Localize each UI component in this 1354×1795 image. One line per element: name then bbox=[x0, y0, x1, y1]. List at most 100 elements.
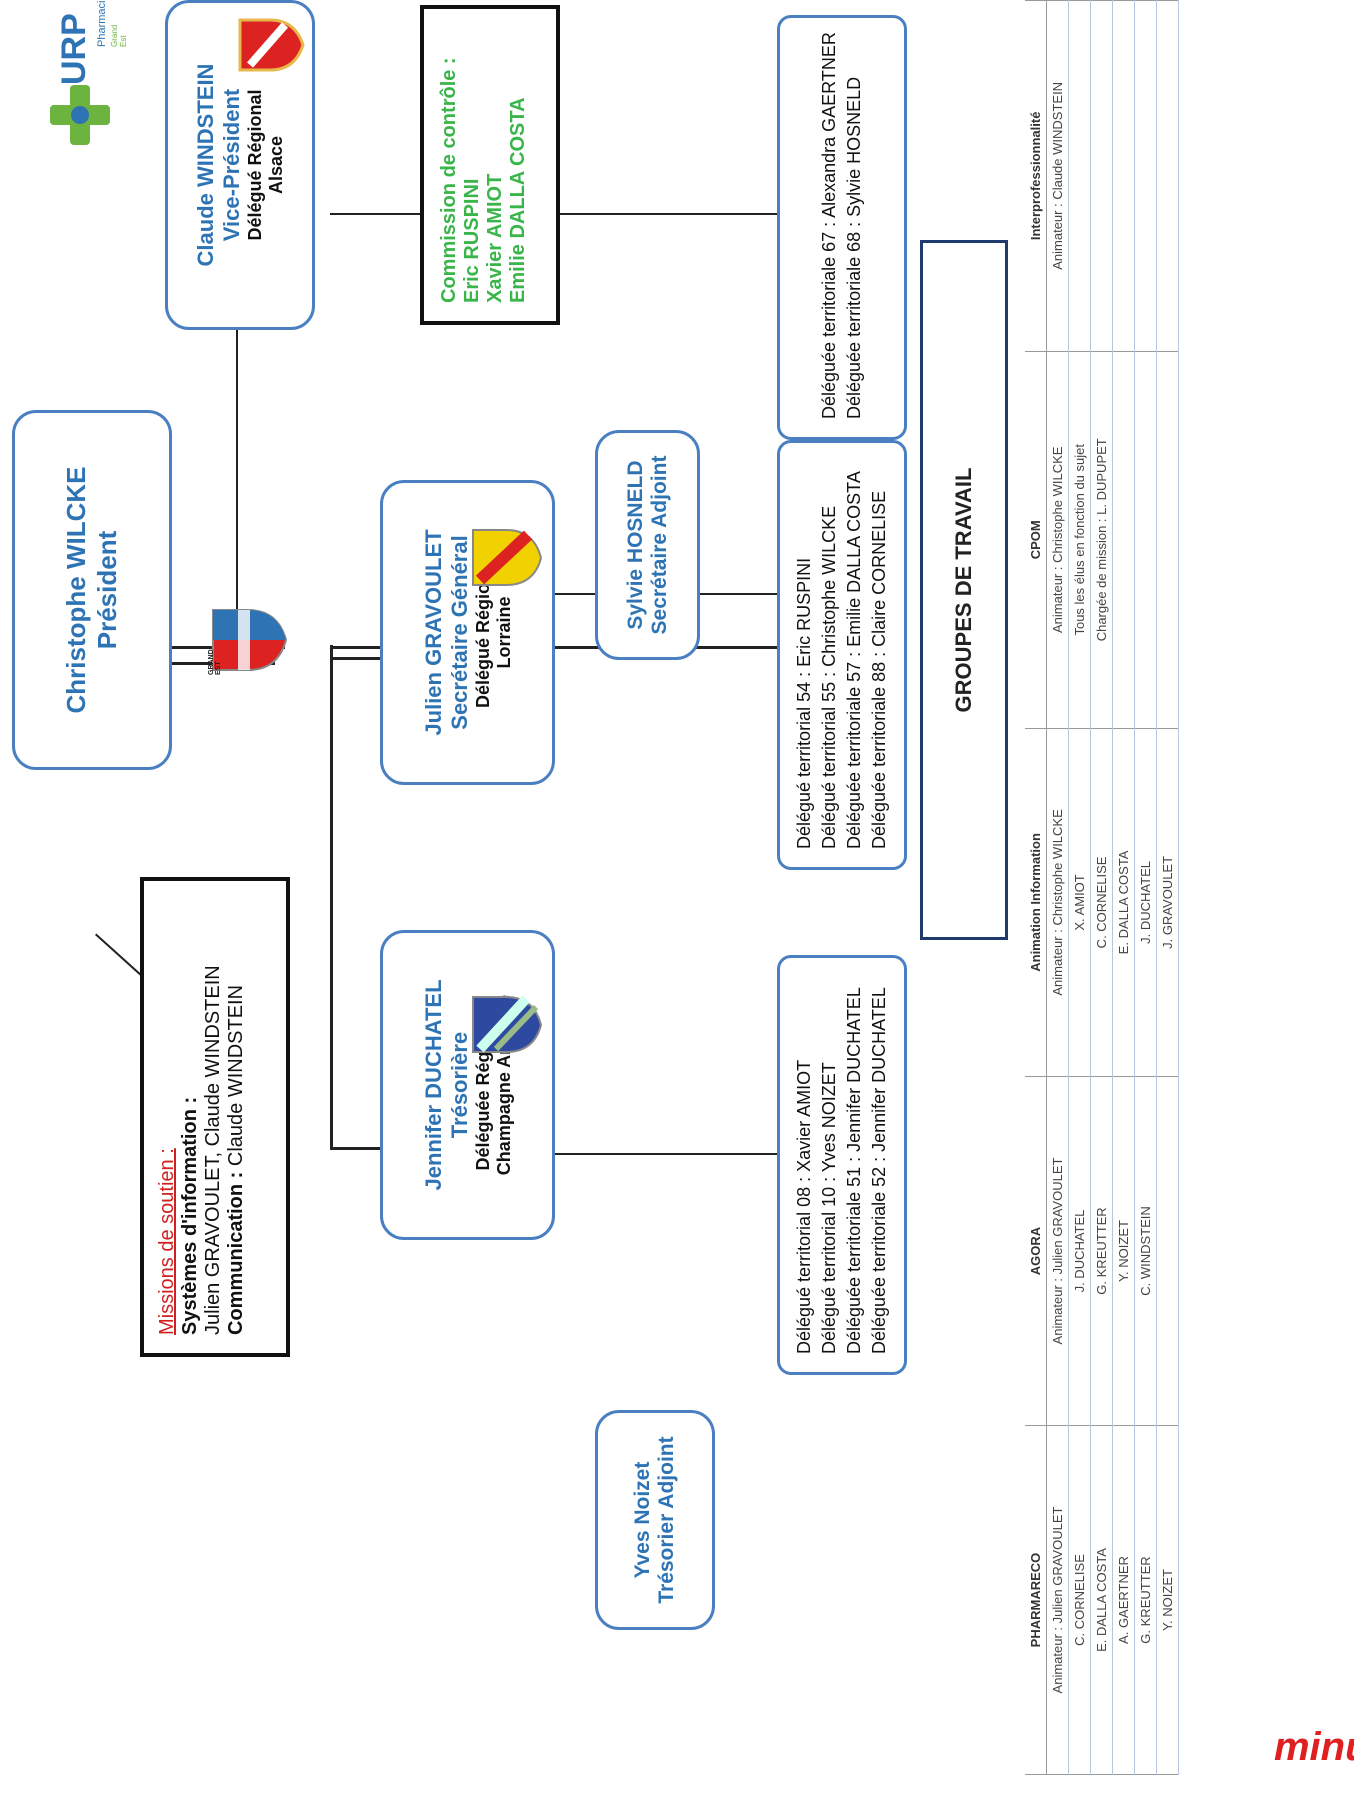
table-cell: Tous les élus en fonction du sujet bbox=[1068, 351, 1091, 729]
table-cell: Animateur : Christophe WILCKE bbox=[1046, 351, 1069, 729]
table-cell bbox=[1156, 1076, 1179, 1426]
table-cell: Y. NOIZET bbox=[1156, 1425, 1179, 1775]
territorial-line: Déléguée territoriale 88 : Claire CORNEL… bbox=[869, 490, 889, 849]
champagne-shield-icon bbox=[472, 995, 543, 1053]
support-missions-title: Missions de soutien : bbox=[156, 1148, 178, 1335]
table-cell: A. GAERTNER bbox=[1112, 1425, 1135, 1775]
info-systems-people: Julien GRAVOULET, Claude WINDSTEIN bbox=[202, 965, 224, 1335]
control-commission-box: Commission de contrôle : Eric RUSPINI Xa… bbox=[420, 5, 560, 325]
president-role: Président bbox=[92, 530, 122, 650]
table-cell: C. WINDSTEIN bbox=[1134, 1076, 1157, 1426]
connector-champagne-down bbox=[555, 1153, 780, 1155]
urp-logo-subtitle: Pharmaciens bbox=[96, 0, 108, 47]
communication-line: Communication : Claude WINDSTEIN bbox=[225, 899, 248, 1335]
table-cell: G. KREUTTER bbox=[1090, 1076, 1113, 1426]
last-minute-stamp: dernière minute bbox=[1265, 1725, 1354, 1769]
table-row: G. KREUTTER C. WINDSTEIN J. DUCHATEL bbox=[1134, 0, 1157, 1775]
champagne-territorial-box: Délégué territorial 08 : Xavier AMIOT Dé… bbox=[777, 955, 907, 1375]
table-cell: Animateur : Christophe WILCKE bbox=[1046, 728, 1069, 1077]
vp-delegation: Délégué Régional bbox=[245, 89, 265, 241]
table-cell: X. AMIOT bbox=[1068, 728, 1091, 1077]
grand-est-shield-icon bbox=[212, 609, 288, 671]
table-cell bbox=[1112, 351, 1135, 729]
lorraine-shield-icon bbox=[472, 529, 543, 586]
territorial-line: Déléguée territoriale 67 : Alexandra GAE… bbox=[819, 32, 839, 419]
vp-region: Alsace bbox=[266, 135, 286, 195]
table-cell bbox=[1134, 0, 1157, 352]
commission-title: Commission de contrôle : bbox=[438, 57, 460, 303]
deputy-secretary-name: Sylvie HOSNELD bbox=[623, 460, 647, 630]
connector-trunk-horizontal bbox=[330, 645, 333, 1150]
commission-member: Xavier AMIOT bbox=[484, 173, 506, 303]
table-header: CPOM bbox=[1025, 351, 1047, 729]
table-cell: Chargée de mission : L. DUPUPET bbox=[1090, 351, 1113, 729]
treasurer-name: Jennifer DUCHATEL bbox=[420, 979, 446, 1191]
table-cell bbox=[1156, 0, 1179, 352]
urp-logo-text: URP bbox=[55, 13, 93, 85]
alsace-shield-icon bbox=[238, 18, 305, 72]
table-header: PHARMARECO bbox=[1025, 1425, 1047, 1775]
communication-label: Communication : bbox=[225, 1171, 247, 1335]
work-groups-title: GROUPES DE TRAVAIL bbox=[920, 240, 1008, 940]
deputy-secretary-role: Secrétaire Adjoint bbox=[647, 455, 671, 635]
table-cell bbox=[1068, 0, 1091, 352]
deputy-treasurer-role: Trésorier Adjoint bbox=[655, 1436, 678, 1604]
territorial-line: Délégué territorial 55 : Christophe WILC… bbox=[819, 505, 839, 849]
table-row: Y. NOIZET J. GRAVOULET bbox=[1156, 0, 1179, 1775]
table-cell bbox=[1090, 0, 1113, 352]
commission-member: Emilie DALLA COSTA bbox=[507, 97, 529, 303]
table-cell: Animateur : Claude WINDSTEIN bbox=[1046, 0, 1069, 352]
table-cell: J. GRAVOULET bbox=[1156, 728, 1179, 1077]
secretary-region: Lorraine bbox=[493, 596, 514, 669]
table-cell bbox=[1112, 0, 1135, 352]
president-name: Christophe WILCKE bbox=[61, 466, 91, 714]
commission-member: Eric RUSPINI bbox=[461, 178, 483, 303]
connector-to-secretary bbox=[330, 657, 380, 660]
treasurer-box: Jennifer DUCHATEL Trésorière Déléguée Ré… bbox=[380, 930, 555, 1240]
urp-logo: URP Pharmaciens Grand Est bbox=[30, 0, 128, 165]
secretary-name: Julien GRAVOULET bbox=[420, 529, 446, 736]
connector-commission bbox=[330, 213, 420, 215]
urp-cross-icon bbox=[50, 85, 110, 145]
table-header-row: PHARMARECO AGORA Animation Information C… bbox=[1025, 0, 1047, 1775]
table-cell bbox=[1156, 351, 1179, 729]
territorial-line: Déléguée territoriale 51 : Jennifer DUCH… bbox=[844, 987, 864, 1354]
vp-role: Vice-Président bbox=[219, 88, 244, 242]
table-cell: Y. NOIZET bbox=[1112, 1076, 1135, 1426]
table-row: E. DALLA COSTA G. KREUTTER C. CORNELISE … bbox=[1090, 0, 1113, 1775]
vp-name: Claude WINDSTEIN bbox=[193, 63, 218, 267]
communication-people: Claude WINDSTEIN bbox=[225, 984, 247, 1167]
table-cell: E. DALLA COSTA bbox=[1112, 728, 1135, 1077]
table-row: Animateur : Julien GRAVOULET Animateur :… bbox=[1046, 0, 1069, 1775]
table-cell: G. KREUTTER bbox=[1134, 1425, 1157, 1775]
table-row: C. CORNELISE J. DUCHATEL X. AMIOT Tous l… bbox=[1068, 0, 1091, 1775]
table-cell: J. DUCHATEL bbox=[1134, 728, 1157, 1077]
table-cell: C. CORNELISE bbox=[1068, 1425, 1091, 1775]
urp-logo-region: Grand Est bbox=[110, 24, 128, 47]
president-box: Christophe WILCKE Président bbox=[12, 410, 172, 770]
territorial-line: Délégué territorial 10 : Yves NOIZET bbox=[819, 1062, 839, 1354]
grand-est-label: GRAND EST bbox=[208, 649, 222, 675]
table-header: Interprofessionnalité bbox=[1025, 0, 1047, 352]
territorial-line: Déléguée territoriale 68 : Sylvie HOSNEL… bbox=[844, 76, 864, 419]
territorial-line: Délégué territorial 08 : Xavier AMIOT bbox=[794, 1059, 814, 1354]
table-cell: Animateur : Julien GRAVOULET bbox=[1046, 1425, 1069, 1775]
table-header: AGORA bbox=[1025, 1076, 1047, 1426]
table-cell bbox=[1134, 351, 1157, 729]
deputy-treasurer-box: Yves Noizet Trésorier Adjoint bbox=[595, 1410, 715, 1630]
support-missions-box: Missions de soutien : Systèmes d'informa… bbox=[140, 877, 290, 1357]
info-systems-label: Systèmes d'information : bbox=[179, 1096, 201, 1335]
territorial-line: Délégué territorial 54 : Eric RUSPINI bbox=[794, 557, 814, 849]
territorial-line: Déléguée territoriale 57 : Emilie DALLA … bbox=[844, 471, 864, 849]
deputy-secretary-box: Sylvie HOSNELD Secrétaire Adjoint bbox=[595, 430, 700, 660]
work-groups-table: PHARMARECO AGORA Animation Information C… bbox=[1025, 0, 1179, 1775]
deputy-treasurer-name: Yves Noizet bbox=[631, 1461, 654, 1579]
table-cell: C. CORNELISE bbox=[1090, 728, 1113, 1077]
territorial-line: Déléguée territoriale 52 : Jennifer DUCH… bbox=[869, 987, 889, 1354]
table-cell: E. DALLA COSTA bbox=[1090, 1425, 1113, 1775]
table-header: Animation Information bbox=[1025, 728, 1047, 1077]
table-row: A. GAERTNER Y. NOIZET E. DALLA COSTA bbox=[1112, 0, 1135, 1775]
table-cell: Animateur : Julien GRAVOULET bbox=[1046, 1076, 1069, 1426]
